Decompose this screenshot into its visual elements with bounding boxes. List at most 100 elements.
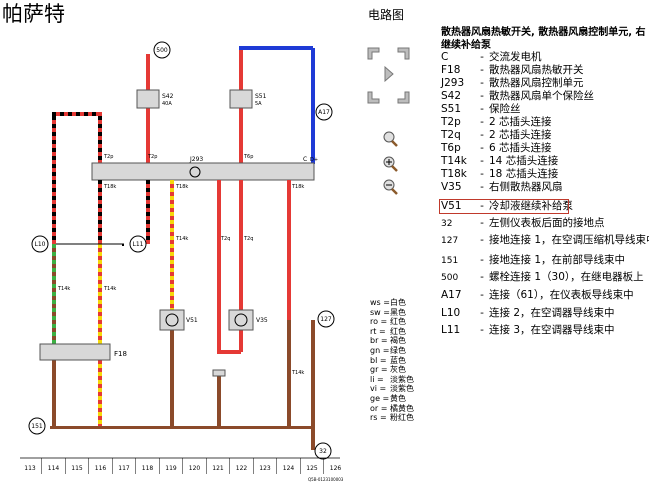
legend-dash: -: [480, 289, 484, 301]
nav-up-left-icon[interactable]: [365, 45, 383, 63]
color-code-li: li = 淡紫色: [370, 375, 414, 385]
legend-desc: 冷却液继续补给泵: [489, 200, 573, 212]
column-number: 125: [306, 465, 318, 472]
color-code-gr: gr =灰色: [370, 365, 414, 375]
motor-v51-label: V51: [186, 317, 198, 324]
zoom-tool-icon[interactable]: [381, 130, 399, 148]
legend-desc: 接地连接 1，在前部导线束中: [489, 254, 626, 266]
legend-desc: 6 芯插头连接: [489, 142, 552, 154]
legend-code: 500: [441, 273, 459, 283]
nav-up-right-icon[interactable]: [394, 45, 412, 63]
legend-dash: -: [480, 90, 484, 102]
color-code-key: sw =: [370, 307, 390, 317]
conn-t18k-label-c: T18k: [291, 184, 304, 190]
diagram-title: 电路图: [368, 8, 405, 22]
legend-desc: 螺栓连接 1（30），在继电器板上: [489, 271, 644, 283]
legend-code: T2q: [441, 129, 461, 141]
color-code-value: 黄色: [390, 393, 406, 403]
legend-code: T18k: [441, 168, 467, 180]
legend-item-v51: V51 -冷却液继续补给泵: [441, 200, 573, 213]
color-code-key: li =: [370, 374, 384, 384]
color-code-key: rs =: [370, 413, 387, 423]
motor-v35-label: V35: [256, 317, 268, 324]
legend-code: S51: [441, 103, 462, 115]
legend-item-127: 127-接地连接 1，在空调压缩机导线束中: [441, 234, 649, 248]
conn-t14k-label-b: T14k: [103, 286, 116, 292]
conn-t18k-label-b: T18k: [175, 184, 188, 190]
fuse-s42-rating: 40A: [162, 101, 172, 107]
brand-title: 帕萨特: [2, 2, 65, 26]
legend-item-a17: A17 -连接（61），在仪表板导线束中: [441, 289, 634, 302]
legend-desc: 保险丝: [489, 103, 521, 115]
legend-code: L10: [441, 307, 461, 319]
legend-item-t6p: T6p-6 芯插头连接: [441, 142, 552, 155]
column-number: 118: [142, 465, 154, 472]
color-code-value: 红色: [390, 326, 406, 336]
nav-center-icon[interactable]: [384, 66, 394, 82]
legend-code: 127: [441, 236, 459, 246]
legend-item-s51: S51 -保险丝: [441, 103, 521, 116]
legend-desc: 连接（61），在仪表板导线束中: [489, 289, 634, 301]
legend-code: T2p: [441, 116, 461, 128]
legend-code: V51: [441, 200, 462, 212]
color-code-rs: rs =粉红色: [370, 413, 414, 423]
legend-item-l10: L10-连接 2，在空调器导线束中: [441, 307, 615, 320]
color-code-rt: rt = 红色: [370, 327, 414, 337]
fuse-s51-rating: 5A: [255, 101, 262, 107]
color-code-value: 黑色: [390, 307, 406, 317]
node-151: 151: [31, 423, 43, 430]
column-number: 126: [330, 465, 342, 472]
conn-t6p-label: T6p: [243, 154, 253, 160]
legend-highlight-v51: [439, 199, 569, 214]
legend-desc: 18 芯插头连接: [489, 168, 559, 180]
legend-desc: 散热器风扇热敏开关: [489, 64, 584, 76]
color-code-key: ro =: [370, 317, 388, 327]
legend-dash: -: [480, 77, 484, 89]
legend-heading: 散热器风扇热敏开关, 散热器风扇控制单元, 右 继续补给泵: [441, 27, 646, 51]
color-code-key: gn =: [370, 345, 390, 355]
color-code-or: or =橘黄色: [370, 404, 414, 414]
nav-down-left-icon[interactable]: [365, 88, 383, 106]
legend-dash: -: [480, 155, 484, 167]
legend-dash: -: [480, 129, 484, 141]
column-number: 124: [283, 465, 295, 472]
legend-dash: -: [480, 103, 484, 115]
legend-dash: -: [480, 200, 484, 212]
nav-down-right-icon[interactable]: [394, 88, 412, 106]
legend-dash: -: [480, 254, 484, 266]
legend-dash: -: [480, 51, 484, 63]
zoom-out-icon[interactable]: [381, 178, 399, 196]
column-number: 114: [48, 465, 60, 472]
legend-item-t18k: T18k -18 芯插头连接: [441, 168, 558, 181]
legend-desc: 散热器风扇单个保险丝: [489, 90, 594, 102]
legend-code: A17: [441, 289, 462, 301]
legend-code: V35: [441, 181, 462, 193]
color-code-key: ws =: [370, 298, 390, 307]
legend-dash: -: [480, 271, 484, 283]
legend-code: F18: [441, 64, 461, 76]
color-code-key: rt =: [370, 326, 386, 336]
legend-dash: -: [480, 168, 484, 180]
color-code-value: 粉红色: [390, 413, 414, 423]
legend-code: T14k: [441, 155, 467, 167]
legend-dash: -: [480, 217, 484, 229]
legend-desc: 右侧散热器风扇: [489, 181, 563, 193]
color-code-gn: gn =绿色: [370, 346, 414, 356]
zoom-in-icon[interactable]: [381, 155, 399, 173]
legend-item-t14k: T14k-14 芯插头连接: [441, 155, 558, 168]
legend-dash: -: [480, 307, 484, 319]
color-code-value: 橘黄色: [390, 403, 414, 413]
column-number: 117: [118, 465, 130, 472]
color-code-value: 蓝色: [390, 355, 406, 365]
color-code-ro: ro =红色: [370, 317, 414, 327]
legend-desc: 接地连接 1，在空调压缩机导线束中: [489, 234, 649, 246]
conn-t14k-label-d: T14k: [291, 370, 304, 376]
color-code-value: 淡紫色: [390, 374, 414, 384]
conn-t14k-label-a: T14k: [57, 286, 70, 292]
legend-item-v35: V35-右侧散热器风扇: [441, 181, 563, 194]
color-code-value: 褐色: [390, 336, 406, 346]
conn-t18k-label-a: T18k: [103, 184, 116, 190]
legend-desc: 2 芯插头连接: [489, 116, 552, 128]
